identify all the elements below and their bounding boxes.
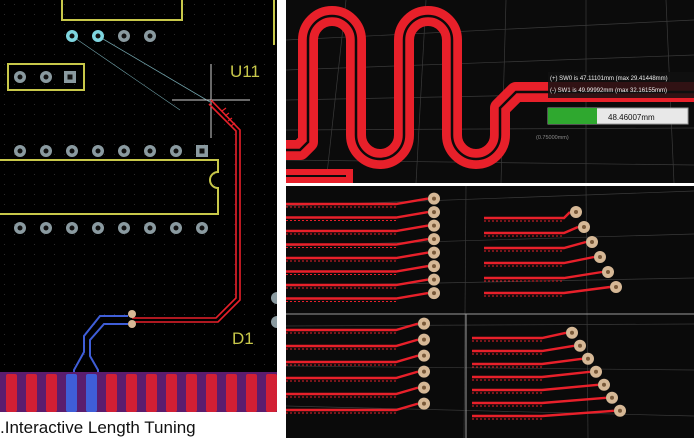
pcb-layout-panel[interactable]: U11 D1 xyxy=(0,0,277,412)
via-pad xyxy=(128,310,136,318)
via-pad xyxy=(128,320,136,328)
bus-group-top-left xyxy=(286,192,440,302)
bus-tuning-panel[interactable] xyxy=(286,186,694,438)
bus-group-bottom-left xyxy=(286,317,430,414)
ic-pad-row-upper xyxy=(14,145,208,157)
figure-caption: .Interactive Length Tuning xyxy=(0,418,196,437)
designator-u11: U11 xyxy=(230,62,260,81)
pad-row-top xyxy=(66,30,156,42)
bus-group-top-right xyxy=(484,206,622,297)
length-progress-bar: 48.46007mm xyxy=(547,107,689,125)
designator-d1: D1 xyxy=(232,329,254,348)
silkscreen-outline-ic xyxy=(0,159,219,215)
silkscreen-outline-header xyxy=(7,63,85,91)
tuning-canvas[interactable]: (+) SW0 is 47.11101mm (max 29.41448mm) (… xyxy=(286,0,694,183)
bus-canvas[interactable] xyxy=(286,186,694,438)
tuned-diff-pair-trace[interactable] xyxy=(132,99,241,323)
status-line-2: (-) SW1 is 49.99992mm (max 32.16155mm) xyxy=(550,88,667,94)
blue-diff-pair-trace xyxy=(73,315,128,380)
pad-row-header xyxy=(14,71,76,83)
scale-label: (0.75000mm) xyxy=(536,135,569,141)
silkscreen-outline-top xyxy=(61,0,183,21)
length-tuning-panel[interactable]: (+) SW0 is 47.11101mm (max 29.41448mm) (… xyxy=(286,0,694,183)
serpentine-trace[interactable] xyxy=(286,6,694,183)
edge-connector xyxy=(0,372,277,412)
bus-group-bottom-right xyxy=(472,326,626,420)
pcb-canvas[interactable]: U11 D1 xyxy=(0,0,277,412)
length-value: 48.46007mm xyxy=(608,113,655,122)
ic-pad-row-lower xyxy=(14,222,208,234)
status-line-1: (+) SW0 is 47.11101mm (max 29.41448mm) xyxy=(550,76,668,82)
